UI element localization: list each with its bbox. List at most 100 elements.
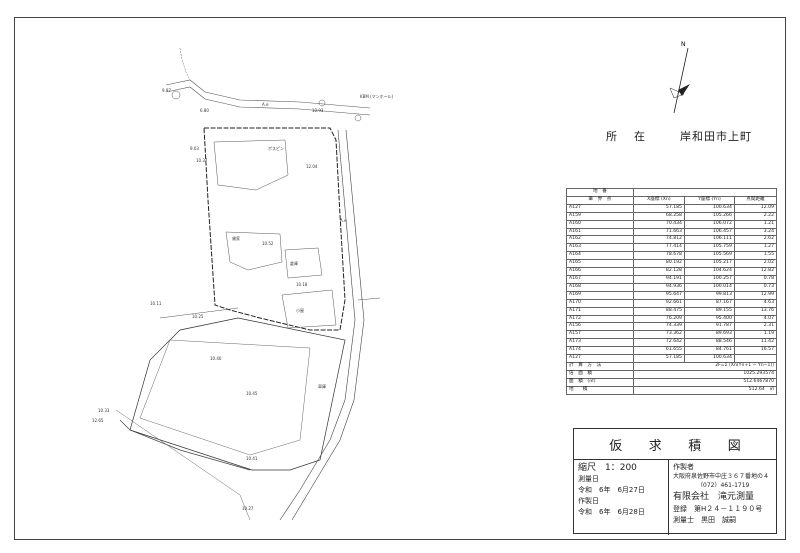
method-value: 2F=Σ (Xn(Yn+1 − Yn−1)) [632, 361, 778, 371]
title-block: 仮 求 積 図 縮尺 1：200 測量日 令和 6年 6月27日 作製日 令和 … [573, 428, 777, 535]
svg-text:10.18: 10.18 [296, 282, 308, 287]
svg-text:小屋: 小屋 [296, 307, 304, 313]
location-label: 所 在 岸和田市上町 [606, 128, 752, 144]
table-header-top: 地 番 [566, 188, 778, 197]
svg-text:倉庫: 倉庫 [290, 260, 298, 266]
distance-cell: 0.73 [733, 282, 778, 292]
x-cell: 71.663 [632, 227, 685, 237]
y-cell: 106.072 [683, 219, 735, 229]
svg-text:A.e: A.e [262, 102, 269, 107]
distance-cell: 1.19 [733, 330, 778, 340]
svg-text:10.27: 10.27 [242, 506, 254, 511]
x-cell: 77.414 [632, 243, 685, 253]
y-cell: 91.787 [683, 322, 735, 332]
header-y: Y座標 (Yn) [683, 195, 735, 205]
x-cell: 72.642 [632, 338, 685, 348]
method-label: 計 算 方 法 [566, 361, 634, 371]
location-value: 岸和田市上町 [680, 130, 752, 143]
survey-date-label: 測量日 [578, 475, 599, 483]
svg-text:A.e: A.e [340, 218, 347, 223]
point-cell: A164 [566, 251, 634, 261]
x-cell: 74.339 [632, 322, 685, 332]
distance-cell: 12.82 [733, 267, 778, 276]
point-cell: A159 [566, 211, 634, 221]
point-cell: A156 [566, 322, 634, 332]
header-x: X座標 (Xn) [632, 195, 685, 205]
distance-cell: 1.21 [733, 219, 778, 229]
title-char: 積 [688, 438, 702, 454]
north-label: N [681, 41, 686, 48]
x-cell: 57.185 [632, 203, 685, 213]
area-label: 面 積 (㎡) [566, 377, 634, 387]
distance-cell: 1.55 [733, 251, 778, 261]
y-cell: 100.014 [683, 282, 735, 292]
point-cell: A165 [566, 259, 634, 269]
north-arrow-icon: N [669, 41, 690, 114]
x-cell: 80.192 [632, 259, 685, 269]
distance-cell: 16.57 [733, 346, 778, 356]
y-cell: 105.569 [683, 251, 735, 261]
x-cell: 61.655 [632, 346, 685, 356]
x-cell: 57.185 [632, 354, 685, 363]
svg-text:貸家: 貸家 [232, 235, 240, 241]
svg-text:9.03: 9.03 [190, 146, 199, 151]
point-cell: A157 [566, 330, 634, 340]
distance-cell: 3.24 [733, 227, 778, 237]
surveyor: 測量士 黒田 誠嗣 [673, 516, 736, 524]
y-cell: 105.759 [683, 243, 735, 253]
double-area-label: 倍 面 積 [566, 369, 634, 379]
title-char: 図 [727, 438, 741, 454]
point-cell: A171 [566, 306, 634, 316]
svg-text:6.80: 6.80 [200, 108, 209, 113]
area-value: 512.6467870 [632, 377, 778, 387]
registration: 登録 第H２４－１１９０号 [673, 505, 763, 513]
x-cell: 92.661 [632, 298, 685, 308]
point-cell: A170 [566, 298, 634, 308]
y-cell: 89.693 [683, 330, 735, 340]
distance-cell: 12.09 [733, 203, 778, 213]
distance-cell: 12.99 [733, 290, 778, 300]
distance-cell [733, 354, 778, 363]
svg-text:10.52: 10.52 [262, 241, 274, 246]
x-cell: 94.936 [632, 282, 685, 292]
distance-cell: 13.76 [733, 306, 778, 316]
distance-cell: 2.62 [733, 235, 778, 245]
title-char: 求 [648, 438, 662, 454]
point-cell: A169 [566, 290, 634, 300]
svg-text:KBM (マンホール): KBM (マンホール) [360, 94, 394, 99]
document-title: 仮 求 積 図 [574, 429, 776, 460]
created-label: 作製日 [578, 497, 599, 505]
location-label-2: 在 [634, 130, 646, 143]
y-cell: 100.634 [683, 203, 735, 213]
svg-text:9.97: 9.97 [162, 88, 171, 93]
point-cell: A127 [566, 203, 634, 213]
y-cell: 88.546 [683, 338, 735, 348]
table-header: 筆 界 点 X座標 (Xn) Y座標 (Yn) 点間距離 [566, 195, 778, 205]
distance-cell: 11.42 [733, 338, 778, 348]
point-cell: A172 [566, 314, 634, 324]
point-cell: A166 [566, 267, 634, 276]
double-area-value: 1025.293574 [632, 369, 778, 379]
svg-text:10.40: 10.40 [210, 356, 222, 361]
y-cell: 100.257 [683, 274, 735, 284]
svg-text:12.65: 12.65 [92, 418, 104, 423]
area-row: 面 積 (㎡) 512.6467870 [566, 377, 778, 387]
x-cell: 78.678 [632, 251, 685, 261]
x-cell: 88.475 [632, 306, 685, 316]
distance-cell: 2.31 [733, 322, 778, 332]
svg-text:10.11: 10.11 [150, 301, 162, 306]
distance-cell: 2.22 [733, 211, 778, 221]
